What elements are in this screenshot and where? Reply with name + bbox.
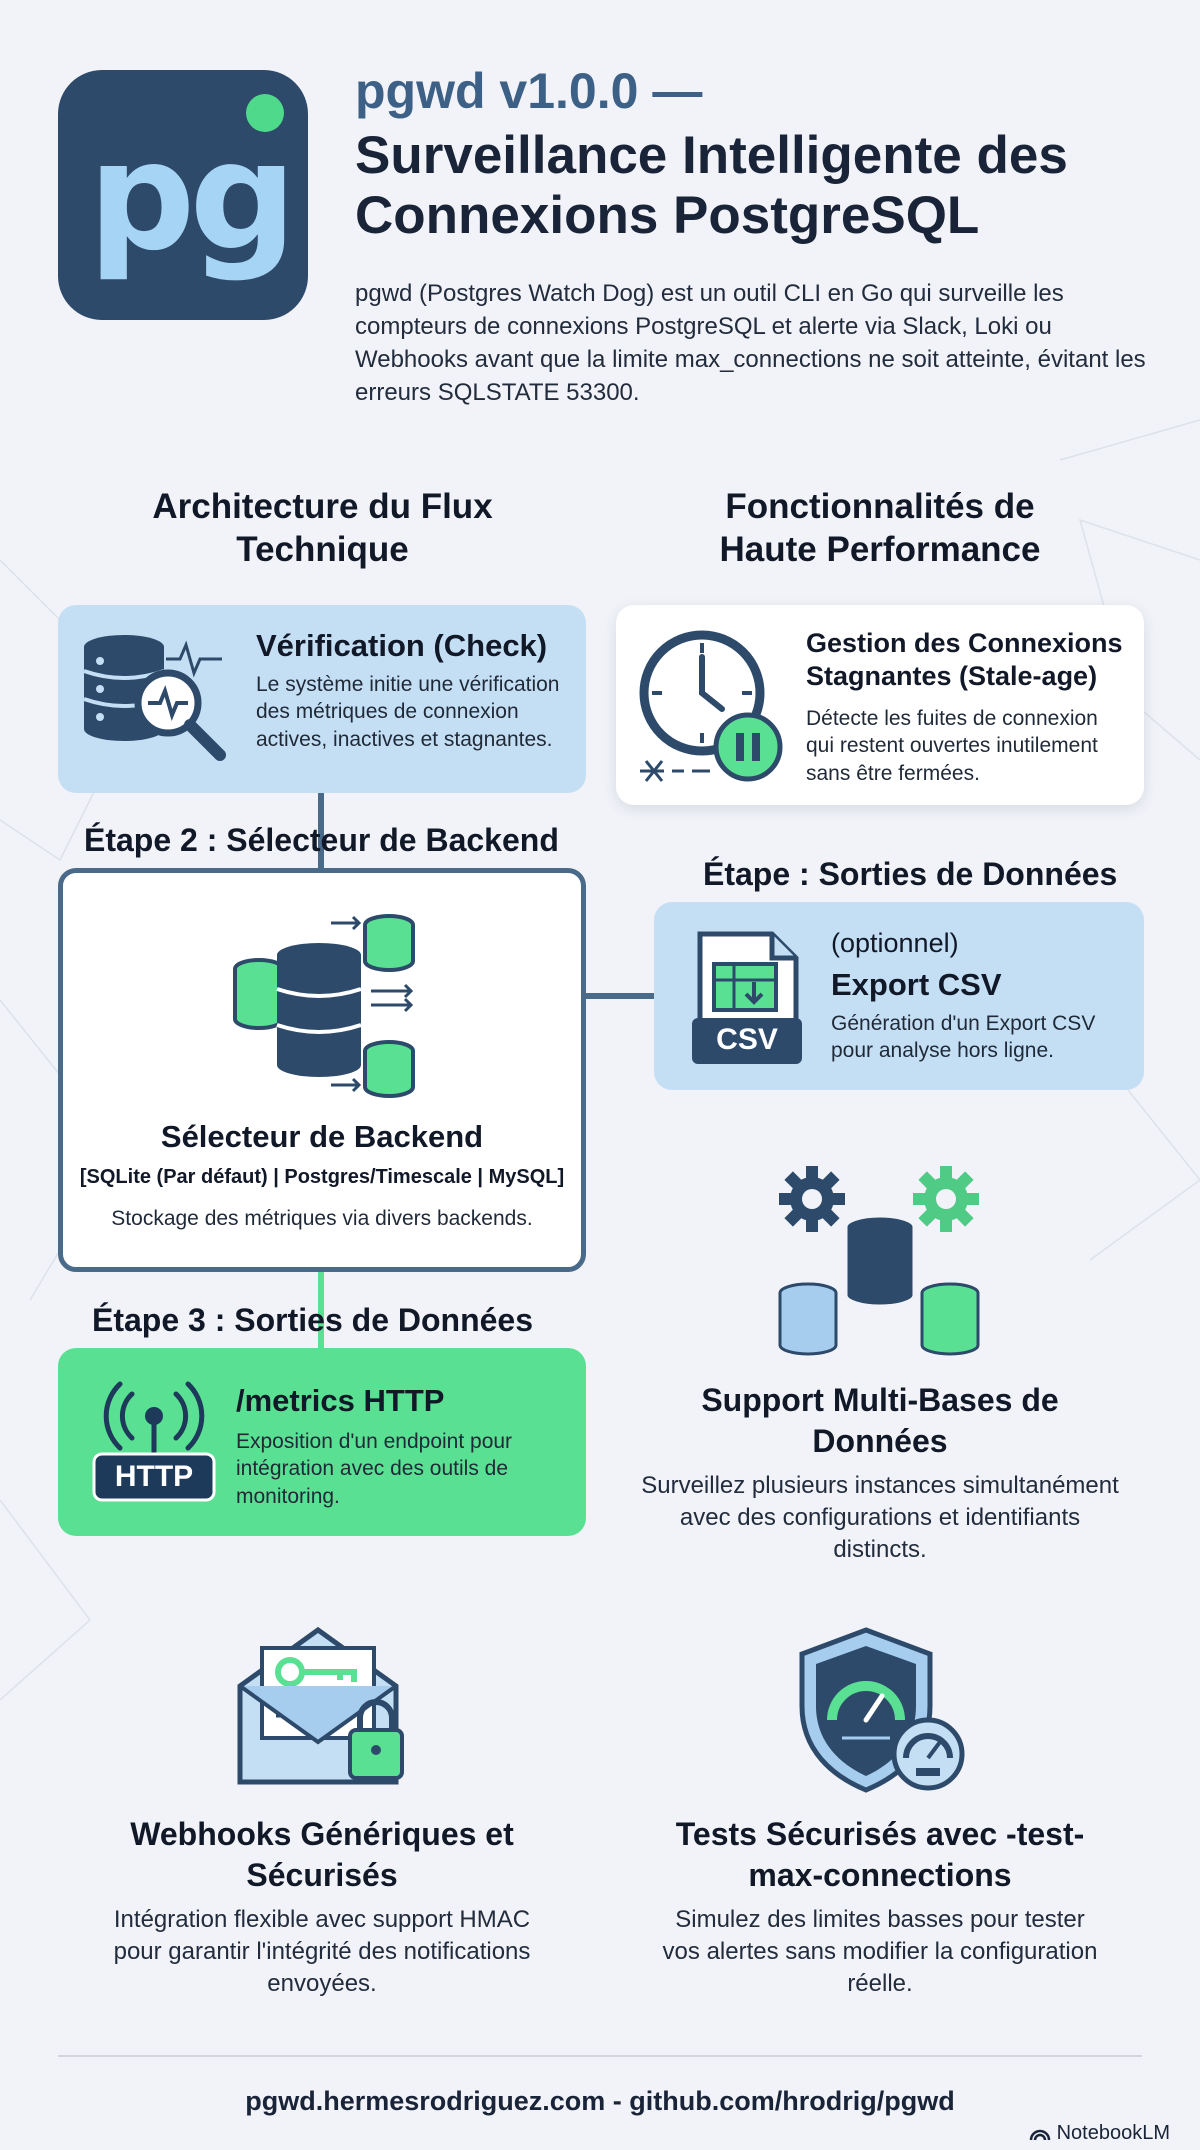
logo-text: pg <box>88 110 297 284</box>
backend-title: Sélecteur de Backend <box>160 1119 484 1154</box>
clock-pause-icon <box>636 627 786 787</box>
logo-dot <box>246 94 284 132</box>
shield-gauge-icon <box>796 1626 966 1794</box>
multi-db-text: Surveillez plusieurs instances simultané… <box>641 1472 1119 1563</box>
notebooklm-label: NotebookLM <box>1056 2122 1170 2144</box>
csv-badge: CSV <box>716 1023 778 1056</box>
backend-card: Sélecteur de Backend [SQLite (Par défaut… <box>58 868 586 1272</box>
metrics-text: Exposition d'un endpoint pour intégratio… <box>236 1430 513 1508</box>
tests-title: Tests Sécurisés avec -test-max-connectio… <box>675 1816 1085 1893</box>
metrics-title: /metrics HTTP <box>236 1383 445 1418</box>
database-magnifier-icon <box>82 631 232 761</box>
csv-optional-label: (optionnel) <box>831 928 959 958</box>
step2-title: Étape 2 : Sélecteur de Backend <box>84 822 559 858</box>
flow-connector-3 <box>583 993 655 999</box>
webhooks-text: Intégration flexible avec support HMAC p… <box>113 1906 531 1997</box>
csv-export-card: CSV (optionnel) Export CSV Génération d'… <box>654 902 1144 1090</box>
stale-age-text: Détecte les fuites de connexion qui rest… <box>806 707 1098 785</box>
multi-db-title: Support Multi-Bases de Données <box>701 1382 1059 1459</box>
footer-divider <box>58 2055 1142 2057</box>
footer-links[interactable]: pgwd.hermesrodriguez.com - github.com/hr… <box>245 2086 955 2116</box>
backend-options: [SQLite (Par défaut) | Postgres/Timescal… <box>79 1166 565 1188</box>
csv-file-icon: CSV <box>692 930 802 1064</box>
flow-connector-2 <box>318 1270 324 1350</box>
check-card: Vérification (Check) Le système initie u… <box>58 605 586 793</box>
metrics-http-card: HTTP /metrics HTTP Exposition d'un endpo… <box>58 1348 586 1536</box>
multi-database-gears-icon <box>778 1165 982 1361</box>
architecture-column-title: Architecture du Flux Technique <box>152 487 493 569</box>
flow-connector-1 <box>318 790 324 870</box>
pgwd-logo: pg <box>58 70 308 320</box>
check-text: Le système initie une vérification des m… <box>256 673 560 751</box>
tests-text: Simulez des limites basses pour tester v… <box>662 1906 1098 1997</box>
stale-age-card: Gestion des Connexions Stagnantes (Stale… <box>616 605 1144 805</box>
http-antenna-icon: HTTP <box>92 1378 216 1504</box>
output-step-title: Étape : Sorties de Données <box>703 856 1118 892</box>
backend-text: Stockage des métriques via divers backen… <box>111 1207 533 1230</box>
check-title: Vérification (Check) <box>256 628 548 663</box>
notebooklm-brand: NotebookLM <box>1029 2122 1170 2145</box>
intro-text: pgwd (Postgres Watch Dog) est un outil C… <box>355 280 1146 406</box>
features-column-title: Fonctionnalités de Haute Performance <box>719 487 1041 569</box>
page-title: Surveillance Intelligente des Connexions… <box>355 126 1068 245</box>
csv-text: Génération d'un Export CSV pour analyse … <box>831 1012 1096 1063</box>
envelope-key-lock-icon <box>236 1622 410 1794</box>
notebooklm-icon <box>1029 2126 1051 2142</box>
title-version: pgwd v1.0.0 — <box>355 63 703 119</box>
stale-age-title: Gestion des Connexions Stagnantes (Stale… <box>806 628 1123 691</box>
csv-title: Export CSV <box>831 967 1002 1002</box>
database-router-icon <box>231 909 421 1099</box>
webhooks-title: Webhooks Génériques et Sécurisés <box>130 1816 514 1893</box>
http-badge: HTTP <box>114 1460 194 1493</box>
step3-title: Étape 3 : Sorties de Données <box>92 1302 534 1338</box>
